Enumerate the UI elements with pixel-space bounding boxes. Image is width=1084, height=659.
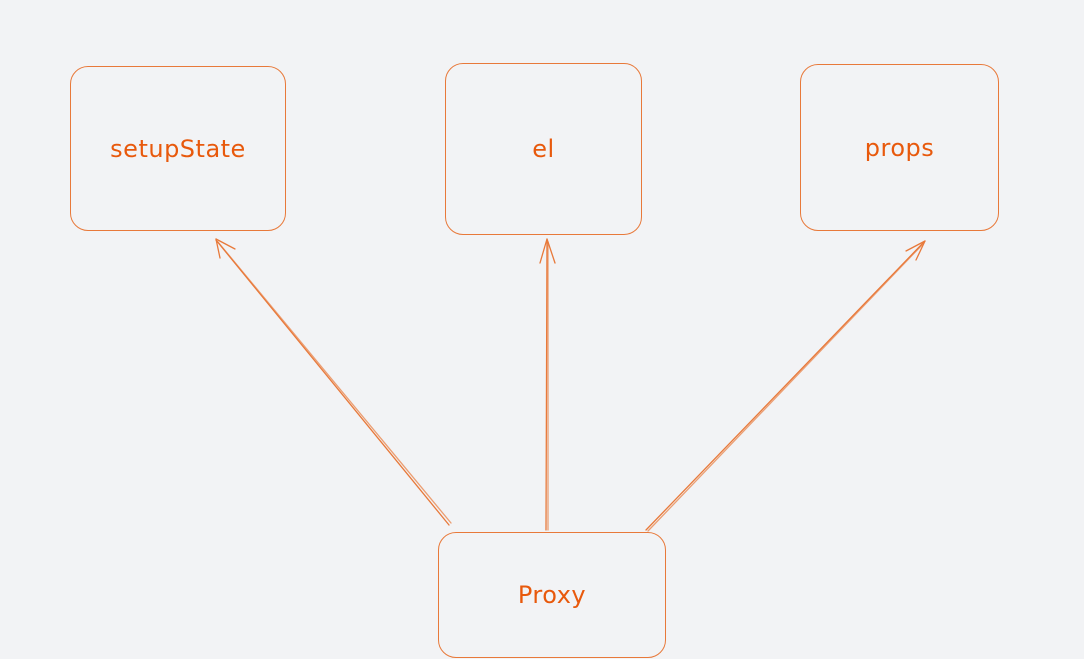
- arrow-proxy-to-props: [645, 240, 926, 532]
- arrow-proxy-to-setupstate: [215, 238, 452, 526]
- setupstate-label: setupState: [110, 134, 246, 163]
- el-box: el: [445, 63, 642, 235]
- proxy-label: Proxy: [517, 581, 587, 609]
- props-box: props: [800, 64, 999, 231]
- proxy-box: Proxy: [438, 532, 666, 658]
- props-label: props: [864, 133, 935, 162]
- arrow-proxy-to-el: [539, 238, 556, 531]
- setupstate-box: setupState: [70, 66, 286, 231]
- el-label: el: [532, 135, 555, 163]
